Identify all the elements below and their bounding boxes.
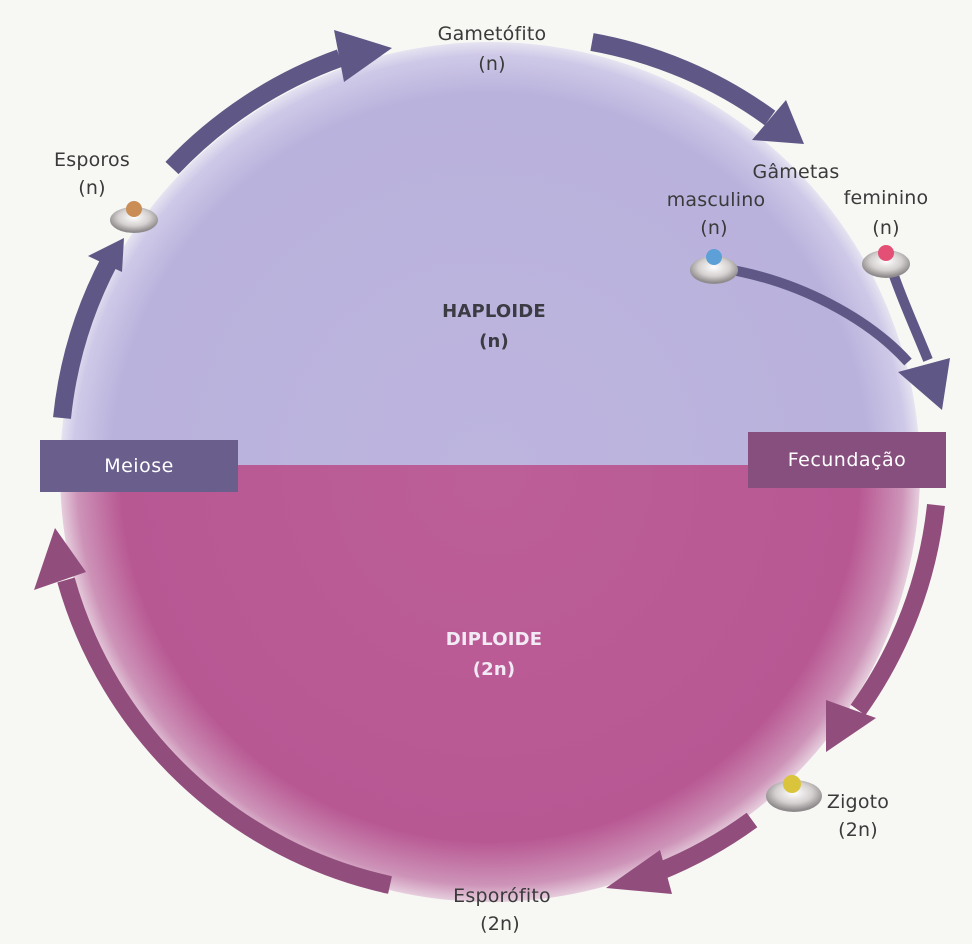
zygote-ploidy: (2n) <box>838 819 878 841</box>
male-gamete-dot-core <box>706 249 722 265</box>
fertilization-label: Fecundação <box>787 449 907 471</box>
arrowhead-top-right <box>752 100 804 144</box>
zygote-label: Zigoto <box>826 791 890 813</box>
arrowhead-fecundation <box>898 358 950 410</box>
haploid-region-ploidy: (n) <box>479 331 509 352</box>
arrowhead-right-down <box>826 700 876 752</box>
male-gamete-ploidy: (n) <box>700 217 728 239</box>
arc-arrow-left-bottom <box>57 577 392 894</box>
female-gamete-ploidy: (n) <box>872 217 900 239</box>
arrowhead-bottom-right <box>606 850 672 894</box>
arc-arrow-top-right <box>590 33 776 126</box>
gametes-label: Gâmetas <box>752 161 840 183</box>
spores-ploidy: (n) <box>78 177 106 199</box>
spore-dot <box>110 201 158 233</box>
gametophyte-label: Gametófito <box>437 23 547 45</box>
meiosis-label: Meiose <box>104 455 174 477</box>
gametophyte-ploidy: (n) <box>478 53 506 75</box>
fertilization-box-bg <box>748 432 946 488</box>
sporophyte-label: Esporófito <box>453 885 551 907</box>
haploid-region-title: HAPLOIDE <box>442 301 546 322</box>
zygote-dot <box>766 775 822 812</box>
arc-arrow-right-down <box>850 504 945 716</box>
male-gamete-dot <box>690 249 738 284</box>
haploid-arrows <box>53 30 950 419</box>
zygote-dot-core <box>783 775 801 793</box>
arrowhead-top-left <box>334 30 392 82</box>
diploid-arrows <box>34 504 945 894</box>
arc-arrow-left-up <box>53 255 118 419</box>
arrowhead-left-bottom <box>34 528 86 590</box>
spore-dot-core <box>126 201 142 217</box>
arc-arrow-top-left <box>165 49 344 175</box>
female-gamete-label: feminino <box>843 187 929 209</box>
arrowhead-left-up <box>88 238 124 272</box>
diploid-region-ploidy: (2n) <box>472 659 516 680</box>
meiosis-box-bg <box>40 440 238 492</box>
female-gamete-arrow <box>887 268 933 362</box>
haploid-region <box>60 42 920 465</box>
diploid-region <box>60 465 920 902</box>
male-gamete-arrow <box>719 263 912 366</box>
female-gamete-dot <box>862 245 910 278</box>
female-gamete-dot-core <box>878 245 894 261</box>
diploid-region-title: DIPLOIDE <box>445 629 543 650</box>
male-gamete-label: masculino <box>666 189 766 211</box>
spores-label: Esporos <box>54 149 130 171</box>
sporophyte-ploidy: (2n) <box>480 913 520 935</box>
